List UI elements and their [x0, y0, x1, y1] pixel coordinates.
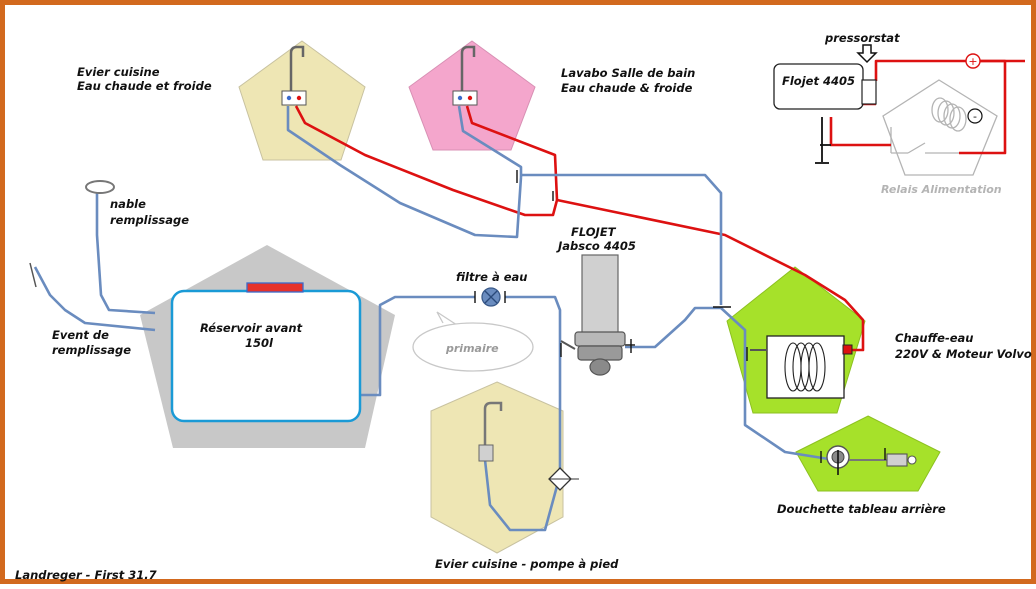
label-credit: Landreger - First 31.7: [15, 568, 157, 582]
minus-terminal: -: [967, 108, 983, 124]
pipe-tees: [516, 170, 748, 361]
bathroom-faucet-icon: [452, 45, 478, 106]
relay-block: [882, 79, 998, 176]
svg-text:-: -: [973, 110, 977, 123]
vent-hook-icon: [29, 262, 37, 288]
label-lavabo-2: Eau chaude & froide: [561, 81, 693, 95]
pressure-switch-body: [861, 79, 877, 105]
reservoir-cap: [246, 282, 304, 293]
label-flojet-box: Flojet 4405: [782, 74, 855, 88]
label-nable-1: nable: [110, 197, 146, 211]
label-evier-cuisine-1: Evier cuisine: [77, 65, 160, 79]
foot-pump-faucet-icon: [478, 401, 503, 462]
label-evier-cuisine-2: Eau chaude et froide: [77, 79, 212, 93]
shower-zone-shape: [795, 415, 941, 492]
shower-icon: [820, 445, 917, 475]
plus-terminal: +: [965, 53, 981, 69]
label-chauffe-2: 220V & Moteur Volvo: [895, 347, 1032, 361]
cold-water-pipes: [33, 105, 836, 532]
plumbing-diagram: + -: [15, 31, 1032, 582]
reservoir-tank: [170, 289, 362, 423]
ground-symbols: [815, 117, 831, 164]
label-douchette: Douchette tableau arrière: [777, 502, 946, 516]
pump-zone-shape: [430, 381, 564, 554]
label-nable-2: remplissage: [110, 213, 189, 227]
kitchen-faucet-icon: [281, 45, 307, 106]
label-flojet-pump-2: Jabsco 4405: [556, 239, 636, 253]
label-pressostat: pressorstat: [824, 31, 900, 45]
svg-text:+: +: [968, 55, 977, 68]
primaire-bubble: [412, 311, 534, 372]
label-reservoir-1: Réservoir avant: [200, 321, 303, 335]
label-chauffe-1: Chauffe-eau: [895, 331, 973, 345]
label-flojet-pump-1: FLOJET: [571, 225, 617, 239]
label-lavabo-1: Lavabo Salle de bain: [561, 66, 695, 80]
label-reservoir-2: 150l: [245, 336, 274, 350]
label-event-1: Event de: [52, 328, 109, 342]
water-filter-icon: [474, 287, 506, 307]
label-primaire: primaire: [445, 342, 499, 355]
foot-pump-valve-icon: [548, 467, 579, 491]
label-evier-pompe: Evier cuisine - pompe à pied: [435, 557, 619, 571]
label-relais: Relais Alimentation: [881, 183, 1002, 196]
flojet-pump: [560, 254, 635, 376]
label-event-2: remplissage: [52, 343, 131, 357]
label-filtre: filtre à eau: [456, 270, 527, 284]
pressure-switch-arrow-icon: [856, 44, 878, 64]
water-heater: [750, 335, 853, 399]
filler-cap-icon: [85, 180, 115, 194]
